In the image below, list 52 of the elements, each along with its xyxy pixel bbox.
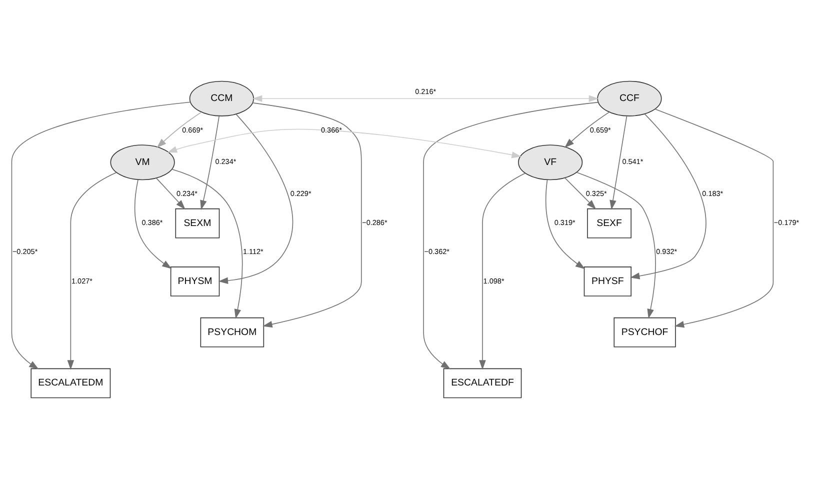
node-box: PHYSM <box>170 266 220 296</box>
arrow <box>172 168 243 318</box>
arrow <box>156 111 202 148</box>
edge-label: 0.669* <box>182 124 204 134</box>
node-ellipse: VF <box>518 144 583 180</box>
edge-label: 0.932* <box>656 246 678 256</box>
edge-label: 1.112* <box>242 246 264 256</box>
arrow <box>479 172 526 370</box>
edge-label: −0.179* <box>774 218 800 227</box>
node-box: PSYCHOF <box>614 316 676 347</box>
arrow <box>167 128 522 158</box>
edge-label: −0.205* <box>12 246 38 256</box>
edge-label: 0.659* <box>590 124 611 134</box>
node-ellipse: CCM <box>189 80 254 116</box>
edge-label: 0.183* <box>702 188 724 198</box>
edge-label: 0.319* <box>554 218 576 227</box>
arrow <box>654 108 774 328</box>
arrow <box>67 172 117 370</box>
node-box: ESCALATEDM <box>30 368 111 398</box>
edge-label: −0.286* <box>362 218 388 227</box>
arrow <box>156 177 186 209</box>
node-box: PHYSF <box>584 266 632 296</box>
arrow <box>630 113 706 279</box>
arrow <box>564 176 596 209</box>
edge-label: 0.366* <box>321 124 342 134</box>
arrow <box>423 101 599 369</box>
arrow <box>564 111 610 148</box>
edge-label: 0.386* <box>142 218 163 227</box>
edge-label: 0.216* <box>415 86 436 96</box>
edge-label: 0.234* <box>176 188 198 198</box>
edge-label: 0.541* <box>622 156 644 166</box>
node-ellipse: VM <box>110 144 175 180</box>
arrow <box>252 94 599 102</box>
node-box: SEXM <box>175 208 220 238</box>
arrow <box>200 115 220 210</box>
node-box: SEXF <box>587 208 632 238</box>
arrow <box>11 101 191 369</box>
arrow <box>252 102 362 328</box>
edge-label: 0.234* <box>215 156 236 166</box>
edge-label: 1.027* <box>71 276 92 285</box>
edge-label: 0.229* <box>290 188 312 198</box>
node-box: ESCALATEDF <box>443 368 522 398</box>
edge-label: −0.362* <box>424 246 450 256</box>
node-ellipse: CCF <box>597 80 662 116</box>
edge-label: 0.325* <box>586 188 607 198</box>
arrow <box>546 179 586 269</box>
node-box: PSYCHOM <box>200 316 264 347</box>
edge-label: 1.098* <box>483 276 504 285</box>
arrow <box>218 113 294 284</box>
arrow <box>134 178 172 268</box>
arrow <box>610 115 628 210</box>
arrow <box>576 171 656 318</box>
